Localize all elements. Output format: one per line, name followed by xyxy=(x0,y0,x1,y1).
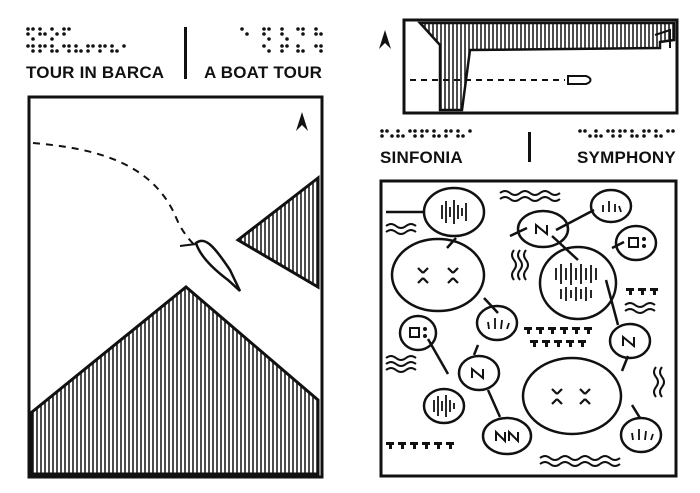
braille-text xyxy=(26,27,675,138)
north-arrow-icon xyxy=(379,30,391,49)
divider-left xyxy=(184,27,187,79)
boat-icon xyxy=(179,239,242,292)
label-symphony: SYMPHONY xyxy=(577,148,676,167)
symphony-map xyxy=(379,18,679,115)
symphony-graph xyxy=(379,179,678,478)
label-tour-in-barca: TOUR IN BARCA xyxy=(26,63,165,82)
sound-wave-icon xyxy=(385,190,665,467)
boat-tour-map xyxy=(27,95,324,479)
north-arrow-icon xyxy=(296,112,308,131)
divider-right xyxy=(528,132,531,162)
note-glyph-icon xyxy=(409,200,654,444)
label-a-boat-tour: A BOAT TOUR xyxy=(204,63,323,82)
label-sinfonia: SINFONIA xyxy=(380,148,463,167)
note-mark-icon xyxy=(386,288,658,449)
boat-icon-small xyxy=(567,75,592,85)
